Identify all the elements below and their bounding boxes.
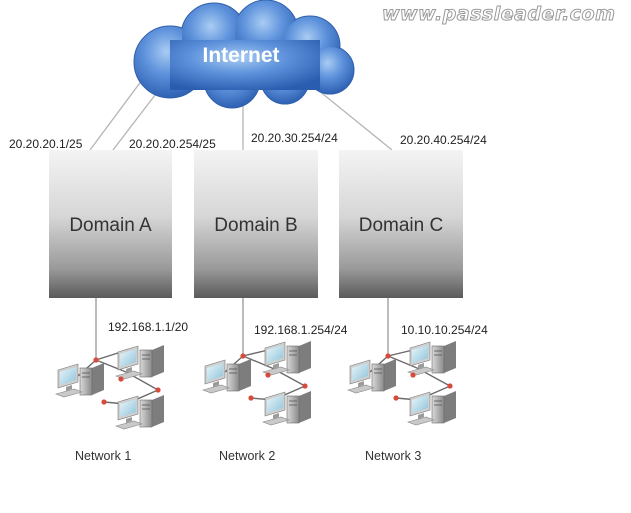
internet-label: Internet [202, 44, 279, 67]
network-3-computers [347, 340, 457, 426]
lan-ip-a: 192.168.1.1/20 [108, 320, 188, 334]
uplink-line-c [317, 89, 393, 151]
domain-a: Domain A [49, 150, 172, 298]
domain-a-label: Domain A [69, 215, 152, 236]
network-3-label: Network 3 [365, 449, 421, 463]
uplink-label-c: 20.20.40.254/24 [400, 133, 487, 147]
lan-ip-c: 10.10.10.254/24 [401, 323, 488, 337]
uplink-line-a1 [89, 71, 149, 151]
network-1-computers [55, 344, 165, 430]
uplink-label-a2: 20.20.20.254/25 [129, 137, 216, 151]
uplink-label-b: 20.20.30.254/24 [251, 131, 338, 145]
domain-b-label: Domain B [214, 215, 297, 236]
network-1-label: Network 1 [75, 449, 131, 463]
domain-b: Domain B [194, 150, 318, 298]
network-2-computers [202, 340, 312, 426]
domain-c: Domain C [339, 150, 463, 298]
network-2-label: Network 2 [219, 449, 275, 463]
uplink-label-a1: 20.20.20.1/25 [9, 137, 83, 151]
watermark-text: www.passleader.com [382, 3, 615, 25]
lan-ip-b: 192.168.1.254/24 [254, 323, 348, 337]
internet-cloud: Internet [133, 0, 355, 109]
domain-c-label: Domain C [359, 215, 443, 236]
